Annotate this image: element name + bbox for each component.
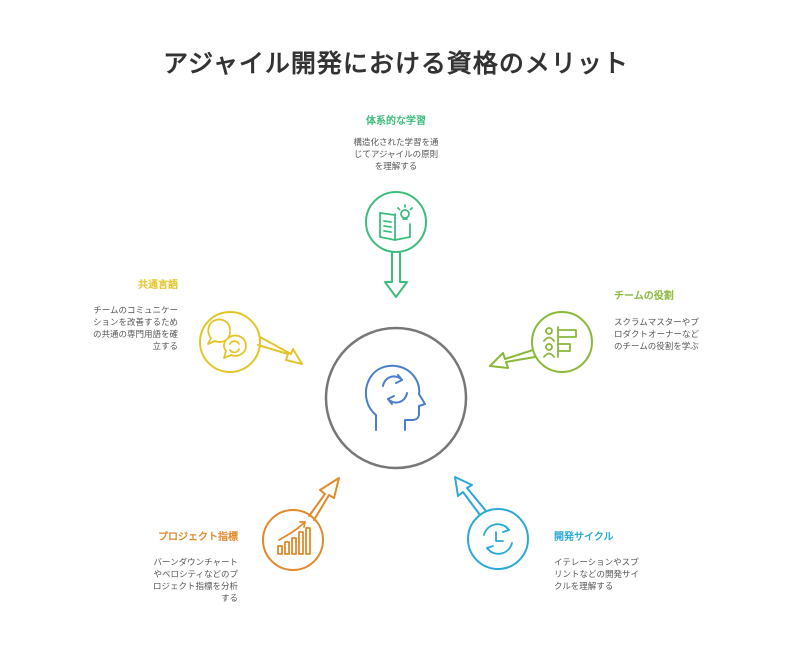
language-arrow [257,336,303,365]
bar-chart-icon [277,521,311,555]
language-desc-line: チームのコミュニケー [93,306,178,316]
team-roles-icon [543,326,577,358]
dev-cycle-desc-line: リントなどの開発サイ [554,570,640,580]
language-desc-line: ションを改善するため [92,318,178,328]
dev-cycle-arrow [454,476,487,516]
metrics-desc-line: やベロシティなどのプ [153,570,239,580]
learning-desc-line: を理解する [374,162,418,172]
learning-label: 体系的な学習 [366,116,426,127]
dev-cycle-desc-line: イテレーションやスプ [554,558,639,568]
language-circle [199,311,261,373]
dev-cycle-label: 開発サイクル [554,532,614,543]
metrics-label: プロジェクト指標 [158,532,238,543]
book-lightbulb-icon [379,204,413,241]
team-roles-desc-line: スクラムマスターやプ [614,318,699,328]
metrics-desc: バーンダウンチャート やベロシティなどのプ ロジェクト指標を分析 する [88,557,238,605]
dev-cycle-circle [467,508,529,570]
metrics-arrow [308,477,340,521]
node-team-roles-graphic [489,311,593,373]
team-roles-arrow [489,349,536,369]
metrics-desc-line: バーンダウンチャート [153,558,239,568]
language-desc-line: の共通の専門用語を確 [92,330,178,340]
language-label: 共通言語 [138,280,178,291]
page-title: アジャイル開発における資格のメリット [163,49,629,78]
node-language-graphic [199,311,303,373]
learning-circle [365,191,427,253]
metrics-desc-line: ロジェクト指標を分析 [152,582,238,592]
node-metrics-graphic [262,477,340,571]
language-desc: チームのコミュニケー ションを改善するため の共通の専門用語を確 立する [28,305,178,353]
learning-arrow [384,251,408,298]
team-roles-desc-line: ロダクトオーナーなど [614,330,700,340]
learning-desc: 構造化された学習を通 じてアジャイルの原則 を理解する [316,137,476,173]
dev-cycle-desc: イテレーションやスプ リントなどの開発サイ クルを理解する [554,557,694,593]
team-roles-desc: スクラムマスターやプ ロダクトオーナーなど のチームの役割を学ぶ [614,317,754,353]
clock-cycle-icon [483,523,513,555]
team-roles-circle [531,311,593,373]
metrics-circle [262,509,324,571]
learning-desc-line: 構造化された学習を通 [353,138,439,148]
dev-cycle-desc-line: クルを理解する [554,582,614,592]
chat-bubbles-icon [207,318,247,359]
head-cycle-icon [364,364,426,431]
language-desc-line: 立する [152,342,178,352]
team-roles-desc-line: のチームの役割を学ぶ [614,342,699,352]
learning-desc-line: じてアジャイルの原則 [353,150,439,160]
metrics-desc-line: する [220,594,238,604]
team-roles-label: チームの役割 [614,291,674,302]
node-learning-graphic [365,191,427,298]
center-circle [324,326,468,470]
node-dev-cycle-graphic [454,476,529,570]
